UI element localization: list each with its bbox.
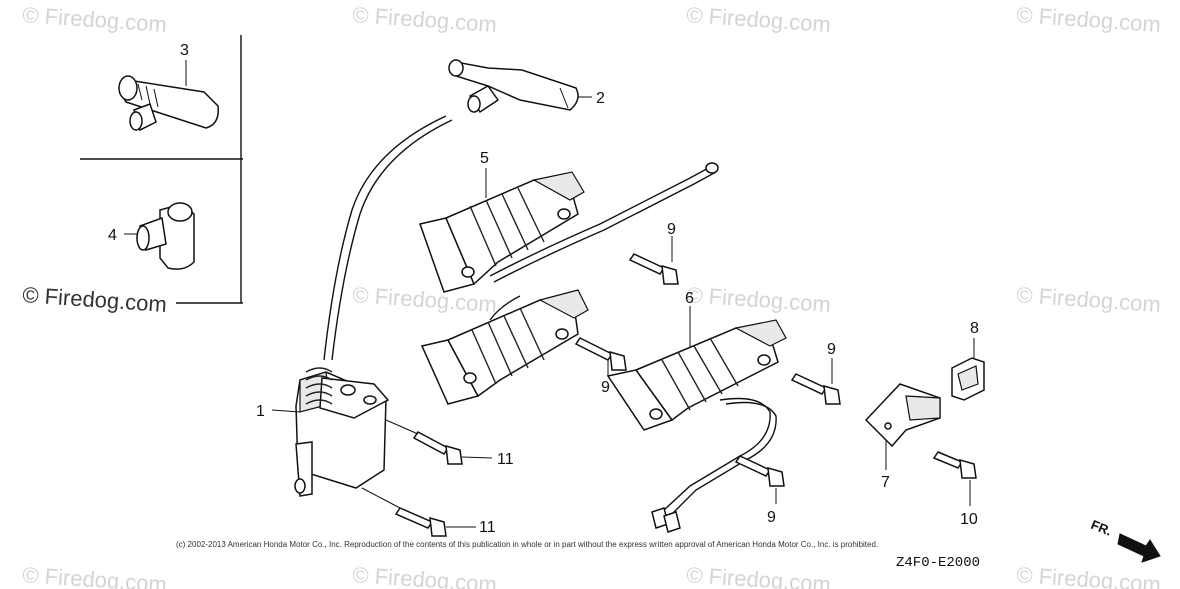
callout-5: 5 (480, 150, 489, 167)
spark-plug-cap (448, 59, 592, 114)
watermark-1: © Firedog.com (22, 2, 168, 37)
front-arrow-icon (1117, 533, 1161, 563)
spark-plug-cap-inset (118, 60, 219, 132)
watermark-4: © Firedog.com (1016, 2, 1162, 37)
inset-frame (80, 35, 243, 304)
front-direction-indicator: FR. (1089, 517, 1161, 563)
callout-9c: 9 (827, 341, 836, 358)
charge-coil-wire (489, 162, 719, 321)
callout-3: 3 (180, 42, 189, 59)
callout-8: 8 (970, 320, 979, 337)
bolt-9-a (628, 236, 679, 285)
watermark-6: © Firedog.com (686, 282, 832, 317)
bolt-9-b (574, 337, 627, 376)
watermark-11: © Firedog.com (1016, 562, 1162, 589)
watermark-5: © Firedog.com (352, 282, 498, 317)
watermark-2: © Firedog.com (352, 2, 498, 37)
watermark-3: © Firedog.com (686, 2, 832, 37)
wire-grommet (951, 338, 985, 401)
exciter-coil-wires (651, 397, 777, 533)
copyright-notice: (c) 2002-2013 American Honda Motor Co., … (176, 540, 878, 549)
bolt-11-upper (385, 419, 493, 465)
watermark-dark: © Firedog.com (22, 282, 168, 317)
bolt-9-d (734, 455, 785, 504)
callout-9b: 9 (601, 379, 610, 396)
spark-plug-cap-alt-inset (124, 202, 195, 270)
callout-2: 2 (596, 90, 605, 107)
charge-coil-lower (420, 289, 589, 405)
bolt-9-c (790, 358, 841, 405)
diagram-code: Z4F0-E2000 (896, 555, 980, 571)
coil-bracket (864, 383, 941, 470)
callout-9d: 9 (767, 509, 776, 526)
charge-coil-upper (419, 168, 585, 293)
callout-6: 6 (685, 290, 694, 307)
bolt-10 (932, 451, 977, 506)
callout-11a: 11 (497, 451, 514, 468)
watermark-8: © Firedog.com (22, 562, 168, 589)
ignition-lead-wire (323, 115, 453, 361)
bolt-11-lower (361, 487, 476, 537)
callout-7: 7 (881, 474, 890, 491)
watermark-7: © Firedog.com (1016, 282, 1162, 317)
exciter-coil (606, 306, 787, 431)
callouts: 3 2 5 4 9 6 8 9 9 1 11 7 9 10 11 (108, 42, 979, 536)
ignition-coil (271, 367, 390, 497)
callout-10: 10 (960, 511, 978, 528)
callout-4: 4 (108, 227, 117, 244)
callout-9a: 9 (667, 221, 676, 238)
watermark-10: © Firedog.com (686, 562, 832, 589)
callout-1: 1 (256, 403, 265, 420)
watermark-9: © Firedog.com (352, 562, 498, 589)
callout-11b: 11 (479, 519, 496, 536)
front-label: FR. (1089, 517, 1114, 539)
